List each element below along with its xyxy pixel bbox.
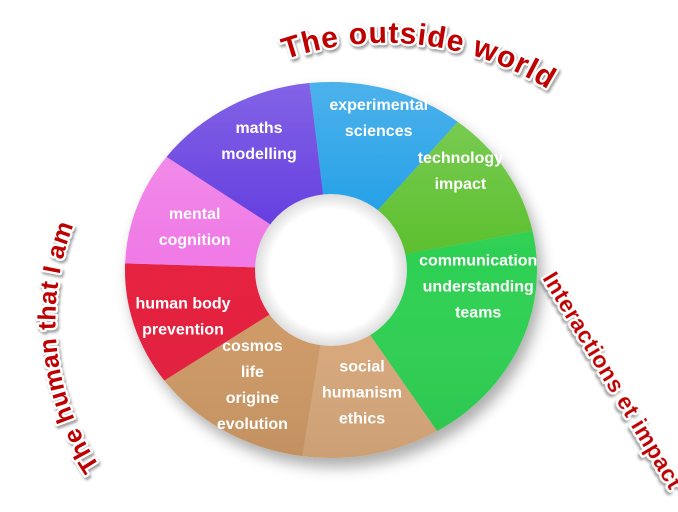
outer-label-interactions-impact: Interactions et impact [538,267,678,494]
outer-label-human-that-i-am: The human that I am [33,217,105,478]
outer-label-human-that-i-am-text: The human that I am [31,215,107,480]
wheel-center-hole [255,194,407,346]
